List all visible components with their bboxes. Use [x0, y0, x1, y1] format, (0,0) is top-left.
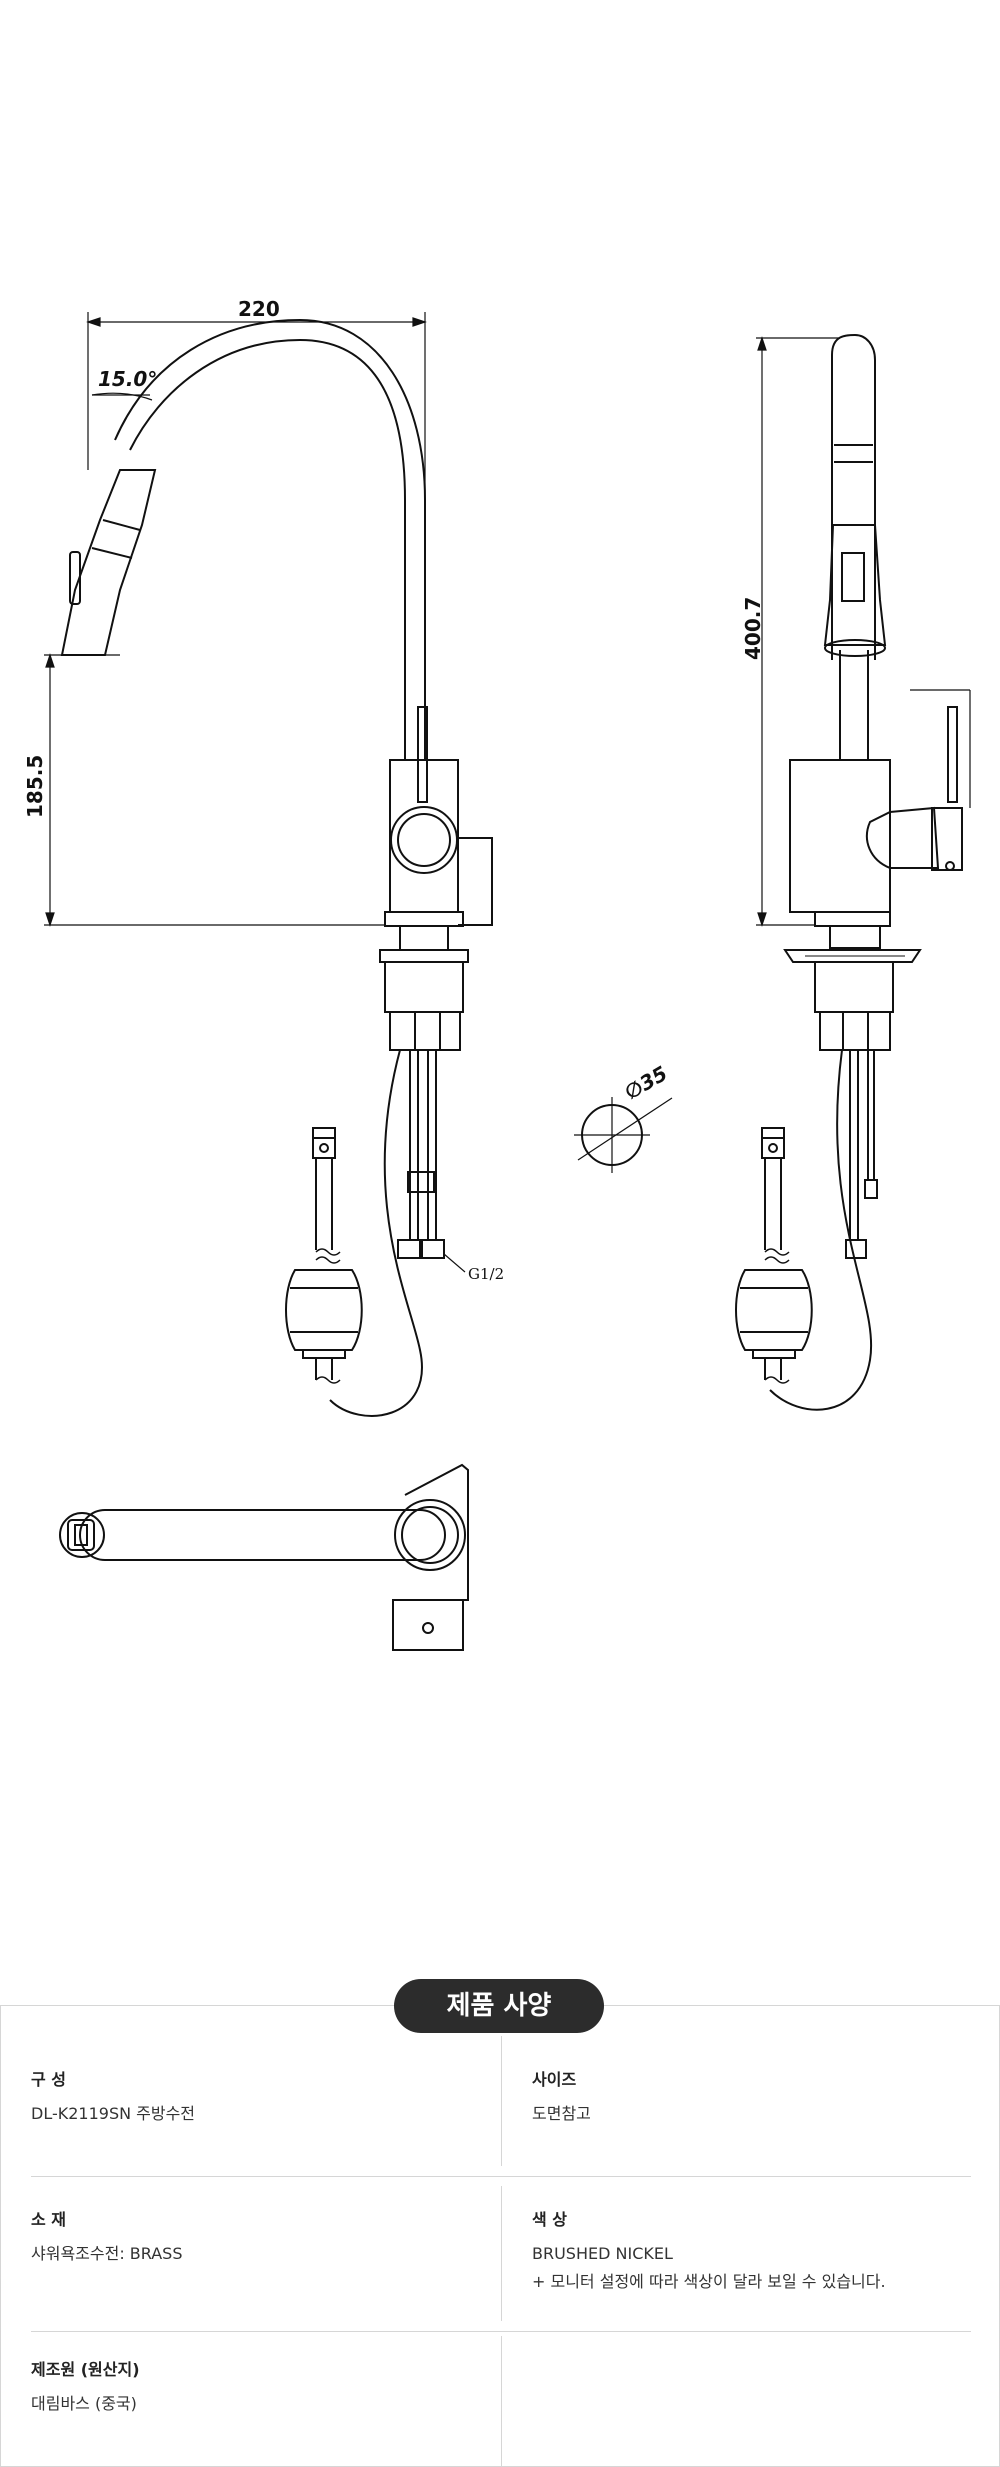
front-base-flange — [384, 911, 464, 927]
spec-composition-label: 구 성 — [31, 2070, 67, 2089]
dim-angle: 15.0° — [98, 367, 157, 391]
front-spout-outer — [129, 338, 406, 760]
dim-thread: G1/2 — [468, 1265, 504, 1283]
spec-title: 제품 사양 — [394, 1979, 604, 2033]
spec-composition-value: DL-K2119SN 주방수전 — [31, 2104, 196, 2123]
spec-material-label: 소 재 — [31, 2210, 67, 2229]
spec-color-note: + 모니터 설정에 따라 색상이 달라 보일 수 있습니다. — [532, 2272, 886, 2291]
spec-section: 구 성 DL-K2119SN 주방수전 사이즈 도면참고 소 재 샤워욕조수전:… — [0, 1979, 1000, 2467]
dim-spout-height: 185.5 — [23, 755, 47, 818]
dim-hole-diameter: ∅35 — [621, 1061, 672, 1104]
dim-total-height: 400.7 — [741, 597, 765, 660]
side-handle-lever — [947, 706, 958, 803]
divider — [31, 2176, 971, 2177]
top-view — [59, 1463, 469, 1651]
dim-spout-reach: 220 — [238, 297, 280, 321]
side-spray-head — [823, 524, 887, 646]
front-view — [60, 318, 493, 1417]
front-spout-inner — [114, 318, 426, 760]
spec-maker-value: 대림바스 (중국) — [31, 2394, 137, 2413]
spec-color: 색 상 BRUSHED NICKEL + 모니터 설정에 따라 색상이 달라 보… — [532, 2206, 886, 2296]
spec-maker: 제조원 (원산지) 대림바스 (중국) — [31, 2356, 140, 2418]
spec-material-value: 샤워욕조수전: BRASS — [31, 2244, 183, 2263]
spec-table: 구 성 DL-K2119SN 주방수전 사이즈 도면참고 소 재 샤워욕조수전:… — [0, 2005, 1000, 2467]
front-spray-head — [60, 469, 157, 656]
divider — [501, 2186, 502, 2321]
spec-size: 사이즈 도면참고 — [532, 2066, 591, 2128]
hole-diameter-symbol — [574, 1097, 673, 1173]
divider — [31, 2331, 971, 2332]
side-handle — [865, 806, 940, 869]
top-view-handle — [392, 1599, 464, 1651]
front-body — [389, 759, 459, 913]
spec-material: 소 재 샤워욕조수전: BRASS — [31, 2206, 183, 2268]
front-handle-knob — [390, 806, 458, 874]
hose-weight — [285, 1269, 363, 1351]
divider — [501, 2336, 502, 2466]
spec-maker-label: 제조원 (원산지) — [31, 2360, 140, 2379]
front-shank — [384, 961, 464, 1013]
spec-size-value: 도면참고 — [532, 2104, 591, 2123]
hose-weight-detail-right — [735, 1127, 813, 1384]
front-pullout-hose — [329, 1049, 423, 1417]
side-body — [789, 759, 891, 913]
side-pullout-hose — [769, 1049, 873, 1411]
side-spout-tube — [831, 333, 876, 660]
hose-weight-detail-left — [285, 1127, 363, 1384]
side-view — [769, 333, 971, 1411]
faucet-technical-drawing: 220 15.0° 185.5 400.7 ∅35 G1/2 — [23, 297, 971, 1651]
divider — [501, 2036, 502, 2166]
spec-composition: 구 성 DL-K2119SN 주방수전 — [31, 2066, 195, 2128]
spec-color-value: BRUSHED NICKEL — [532, 2244, 673, 2263]
spec-color-label: 색 상 — [532, 2210, 568, 2229]
spec-size-label: 사이즈 — [532, 2070, 577, 2089]
front-handle-lever — [417, 706, 428, 803]
